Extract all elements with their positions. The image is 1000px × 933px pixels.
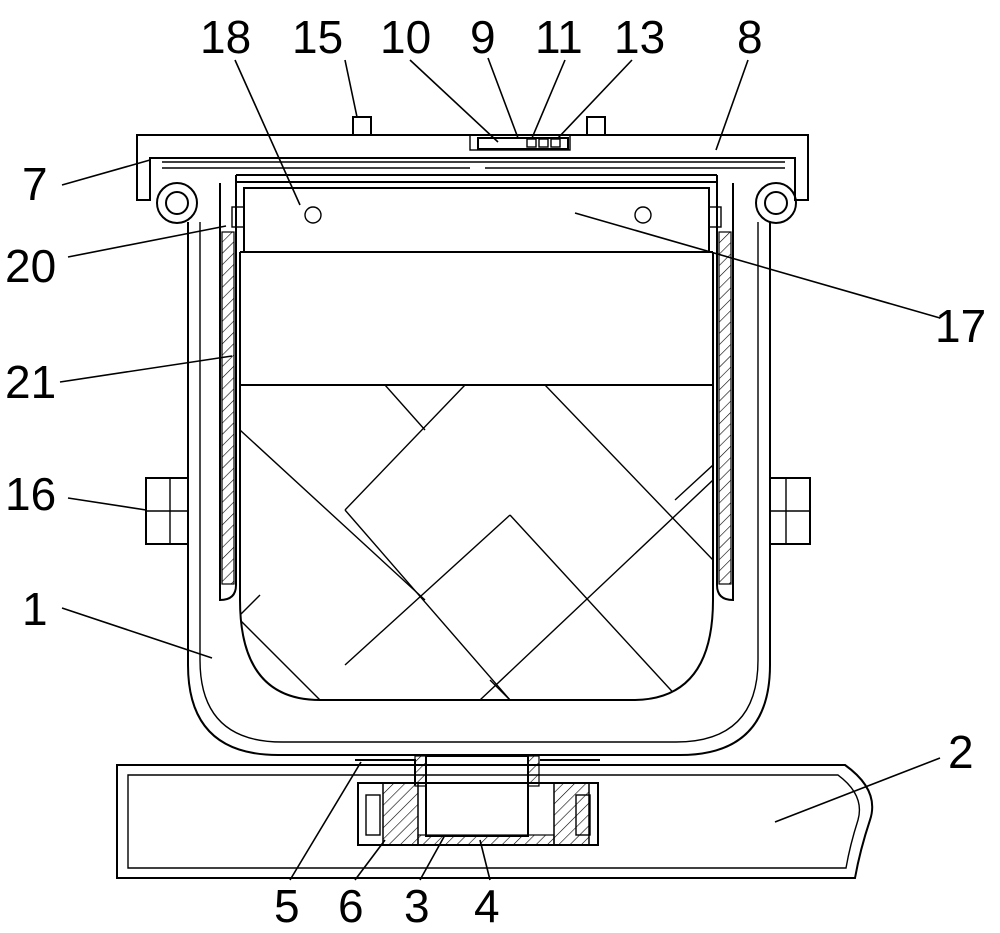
label-10: 10 <box>380 11 431 63</box>
leader-lines <box>59 57 941 881</box>
label-6: 6 <box>338 880 364 932</box>
basket <box>239 187 714 701</box>
basket-mesh <box>240 385 713 700</box>
label-16: 16 <box>5 468 56 520</box>
label-8: 8 <box>737 11 763 63</box>
label-9: 9 <box>470 11 496 63</box>
label-3: 3 <box>404 880 430 932</box>
label-18: 18 <box>200 11 251 63</box>
label-7: 7 <box>22 158 48 210</box>
hinges <box>156 182 797 224</box>
label-21: 21 <box>5 356 56 408</box>
reference-labels: 18 15 10 9 11 13 8 7 20 17 21 16 1 2 5 6… <box>5 11 986 932</box>
label-13: 13 <box>614 11 665 63</box>
label-2: 2 <box>948 726 974 778</box>
label-5: 5 <box>274 880 300 932</box>
side-handles <box>145 477 811 545</box>
lid <box>136 134 809 201</box>
label-1: 1 <box>22 583 48 635</box>
label-4: 4 <box>474 880 500 932</box>
base-plate <box>116 764 874 879</box>
inner-container <box>219 174 734 602</box>
outer-housing <box>187 222 771 756</box>
label-15: 15 <box>292 11 343 63</box>
label-11: 11 <box>535 11 583 63</box>
top-fittings <box>352 116 606 150</box>
bottom-connector <box>355 755 600 846</box>
label-20: 20 <box>5 240 56 292</box>
label-17: 17 <box>935 300 986 352</box>
